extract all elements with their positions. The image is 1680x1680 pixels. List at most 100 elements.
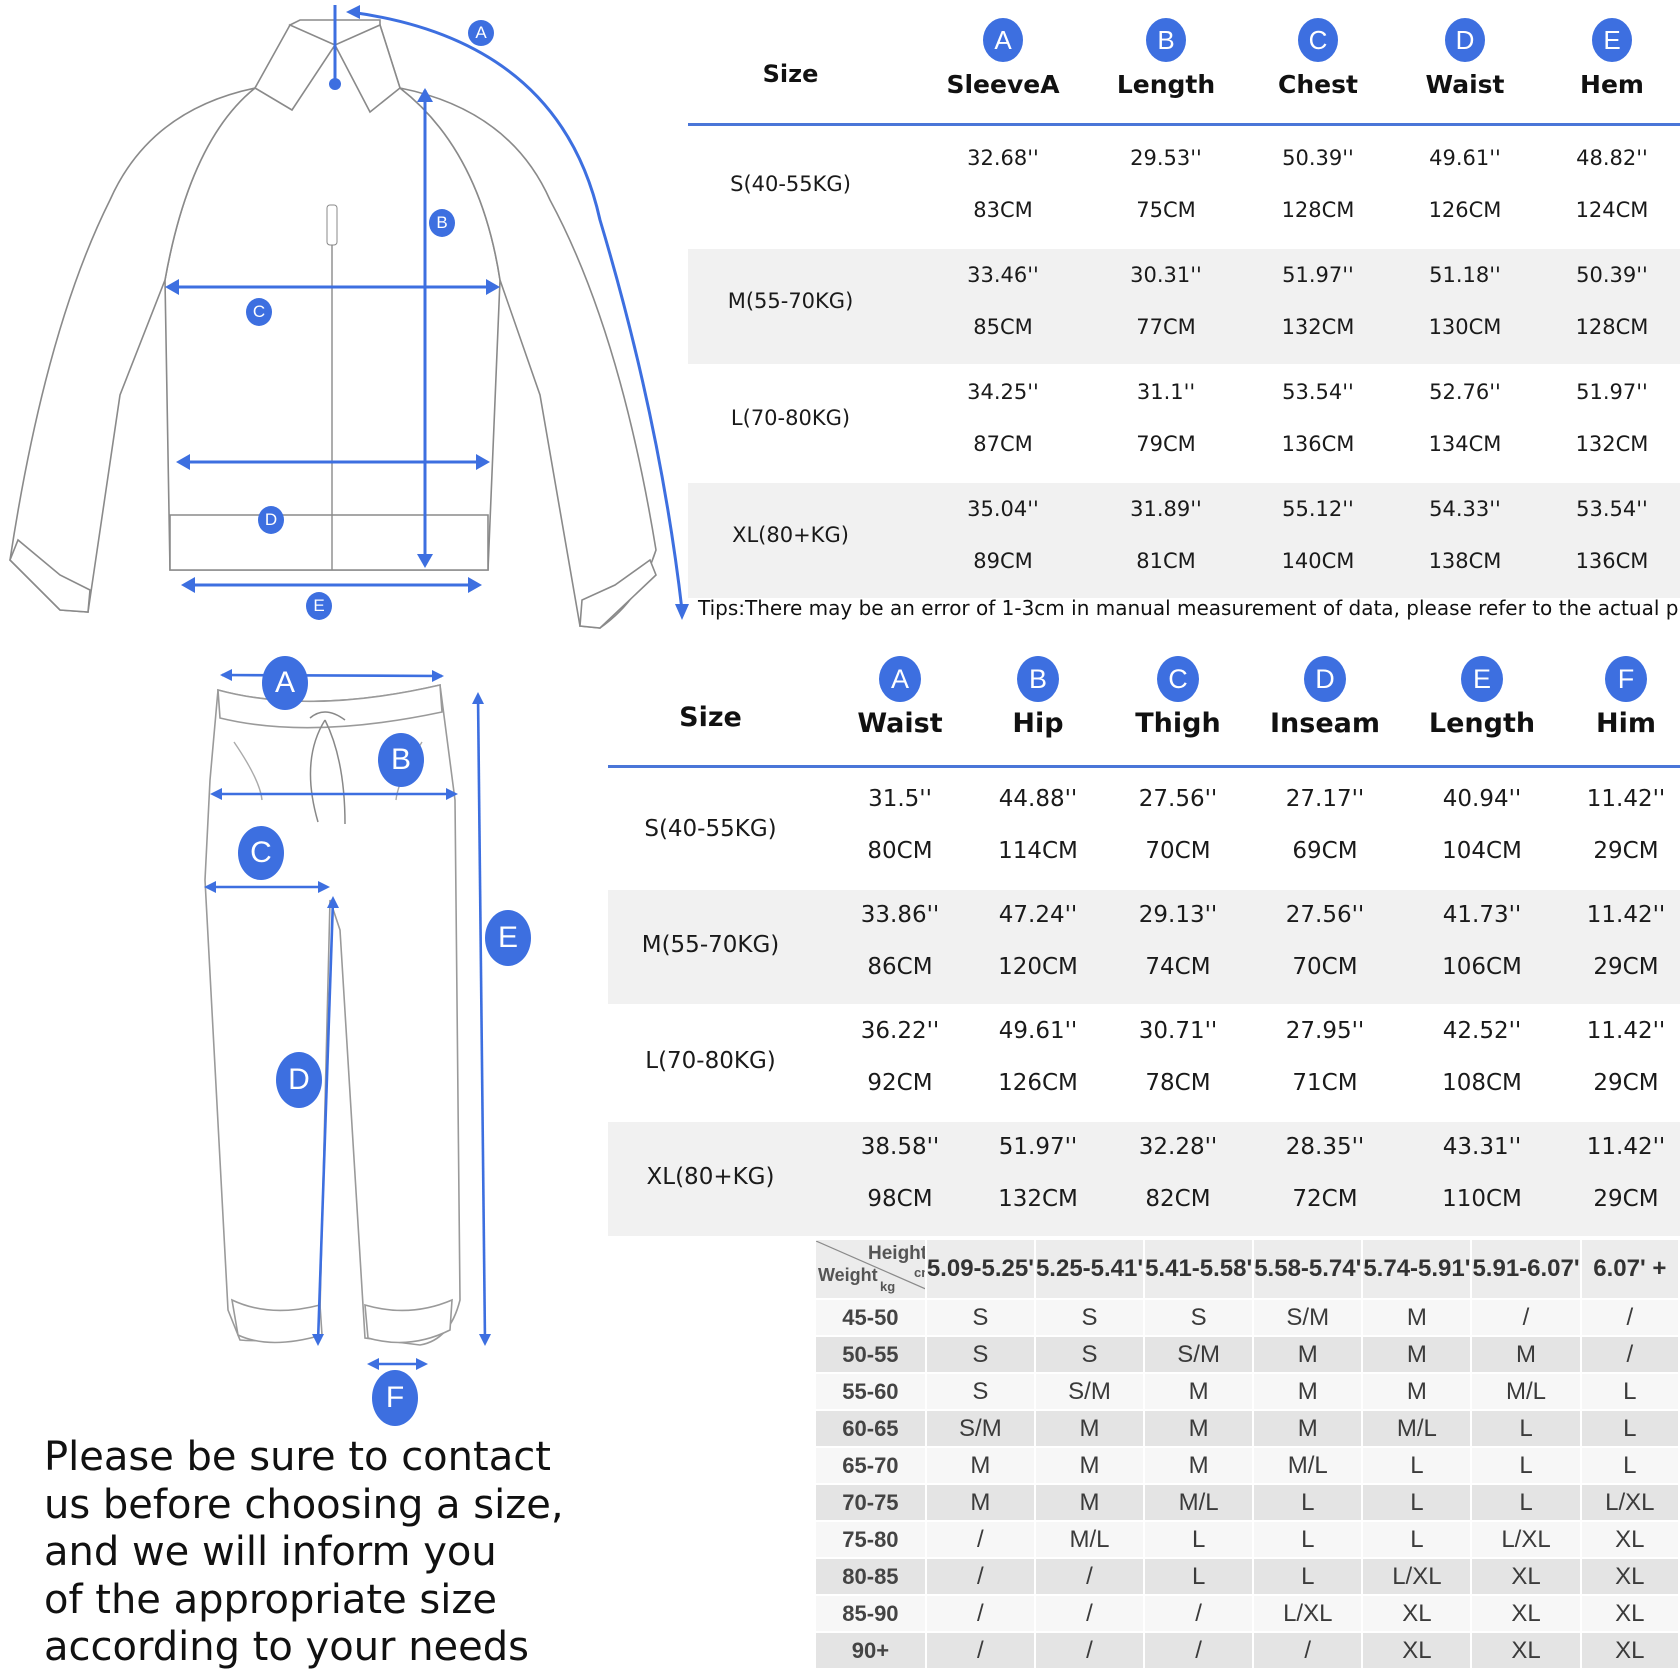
cm-value: 29CM	[1593, 1186, 1659, 1212]
height-range-header: 5.25-5.41'	[1033, 1238, 1146, 1300]
column-label: Him	[1596, 708, 1656, 739]
weight-range-cell: 80-85	[814, 1557, 927, 1596]
cm-value: 120CM	[998, 954, 1078, 980]
column-badge: A	[983, 18, 1023, 62]
measurement-tips: Tips:There may be an error of 1-3cm in m…	[698, 596, 1680, 620]
size-name: M(55-70KG)	[641, 932, 780, 958]
cm-value: 79CM	[1136, 432, 1196, 456]
inch-value: 50.39''	[1576, 263, 1648, 287]
cm-value: 132CM	[1575, 432, 1649, 456]
recommended-size-cell: /	[1252, 1631, 1364, 1670]
size-name: L(70-80KG)	[730, 406, 851, 430]
recommended-size-cell: M/L	[1361, 1409, 1473, 1448]
size-name: M(55-70KG)	[727, 289, 854, 313]
recommended-size-cell: L	[1252, 1520, 1364, 1559]
recommended-size-cell: /	[924, 1520, 1036, 1559]
inch-value: 28.35''	[1285, 1134, 1365, 1160]
inch-value: 43.31''	[1442, 1134, 1522, 1160]
jacket-dim-b-badge: B	[429, 209, 455, 237]
recommended-size-cell: S	[924, 1298, 1036, 1337]
recommended-size-cell: /	[1143, 1631, 1255, 1670]
recommended-size-cell: /	[1143, 1594, 1255, 1633]
pants-dim-d-badge: D	[276, 1052, 322, 1108]
cm-value: 132CM	[998, 1186, 1078, 1212]
recommended-size-cell: XL	[1470, 1631, 1582, 1670]
recommended-size-cell: XL	[1361, 1631, 1473, 1670]
inch-value: 36.22''	[860, 1018, 940, 1044]
column-label: Thigh	[1135, 708, 1221, 739]
column-badge: B	[1017, 656, 1059, 702]
cm-value: 29CM	[1593, 838, 1659, 864]
corner-cm-label: cm	[914, 1265, 924, 1280]
inch-value: 27.17''	[1285, 786, 1365, 812]
recommended-size-cell: /	[1033, 1557, 1146, 1596]
cm-value: 92CM	[867, 1070, 933, 1096]
pants-diagram	[204, 669, 491, 1370]
recommended-size-cell: L	[1361, 1446, 1473, 1485]
inch-value: 49.61''	[998, 1018, 1078, 1044]
cm-value: 77CM	[1136, 315, 1196, 339]
cm-value: 126CM	[1428, 198, 1502, 222]
grid-corner-cell: Height cm Weight kg	[814, 1238, 927, 1300]
inch-value: 32.28''	[1138, 1134, 1218, 1160]
pants-dim-b-badge: B	[378, 733, 424, 787]
recommended-size-cell: M	[1143, 1409, 1255, 1448]
height-range-header: 5.41-5.58'	[1143, 1238, 1255, 1300]
recommended-size-cell: L	[1143, 1557, 1255, 1596]
recommended-size-cell: XL	[1361, 1594, 1473, 1633]
inch-value: 42.52''	[1442, 1018, 1522, 1044]
inch-value: 54.33''	[1429, 497, 1501, 521]
weight-range-cell: 90+	[814, 1631, 927, 1670]
inch-value: 30.71''	[1138, 1018, 1218, 1044]
corner-kg-label: kg	[880, 1279, 896, 1294]
weight-range-cell: 55-60	[814, 1372, 927, 1411]
inch-value: 27.56''	[1285, 902, 1365, 928]
cm-value: 81CM	[1136, 549, 1196, 573]
recommended-size-cell: L	[1252, 1557, 1364, 1596]
size-name: S(40-55KG)	[730, 172, 851, 196]
column-badge: D	[1445, 18, 1485, 62]
cm-value: 128CM	[1281, 198, 1355, 222]
inch-value: 31.5''	[868, 786, 932, 812]
recommended-size-cell: S/M	[1143, 1335, 1255, 1374]
inch-value: 35.04''	[967, 497, 1039, 521]
recommended-size-cell: XL	[1470, 1557, 1582, 1596]
weight-range-cell: 75-80	[814, 1520, 927, 1559]
recommended-size-cell: /	[1579, 1298, 1680, 1337]
recommended-size-cell: M/L	[1143, 1483, 1255, 1522]
recommended-size-cell: M/L	[1252, 1446, 1364, 1485]
cm-value: 126CM	[998, 1070, 1078, 1096]
recommended-size-cell: L	[1579, 1446, 1680, 1485]
inch-value: 51.97''	[998, 1134, 1078, 1160]
size-name: XL(80+KG)	[732, 523, 849, 547]
recommended-size-cell: M	[1252, 1372, 1364, 1411]
recommended-size-cell: L	[1470, 1409, 1582, 1448]
inch-value: 50.39''	[1282, 146, 1354, 170]
inch-value: 40.94''	[1442, 786, 1522, 812]
inch-value: 31.89''	[1130, 497, 1202, 521]
column-label: Hem	[1580, 70, 1644, 99]
inch-value: 31.1''	[1136, 380, 1196, 404]
jacket-dim-a-badge: A	[468, 20, 494, 46]
recommended-size-cell: XL	[1579, 1520, 1680, 1559]
cm-value: 136CM	[1575, 549, 1649, 573]
cm-value: 124CM	[1575, 198, 1649, 222]
cm-value: 75CM	[1136, 198, 1196, 222]
recommended-size-cell: XL	[1579, 1557, 1680, 1596]
recommended-size-cell: L	[1579, 1409, 1680, 1448]
recommended-size-cell: S/M	[924, 1409, 1036, 1448]
